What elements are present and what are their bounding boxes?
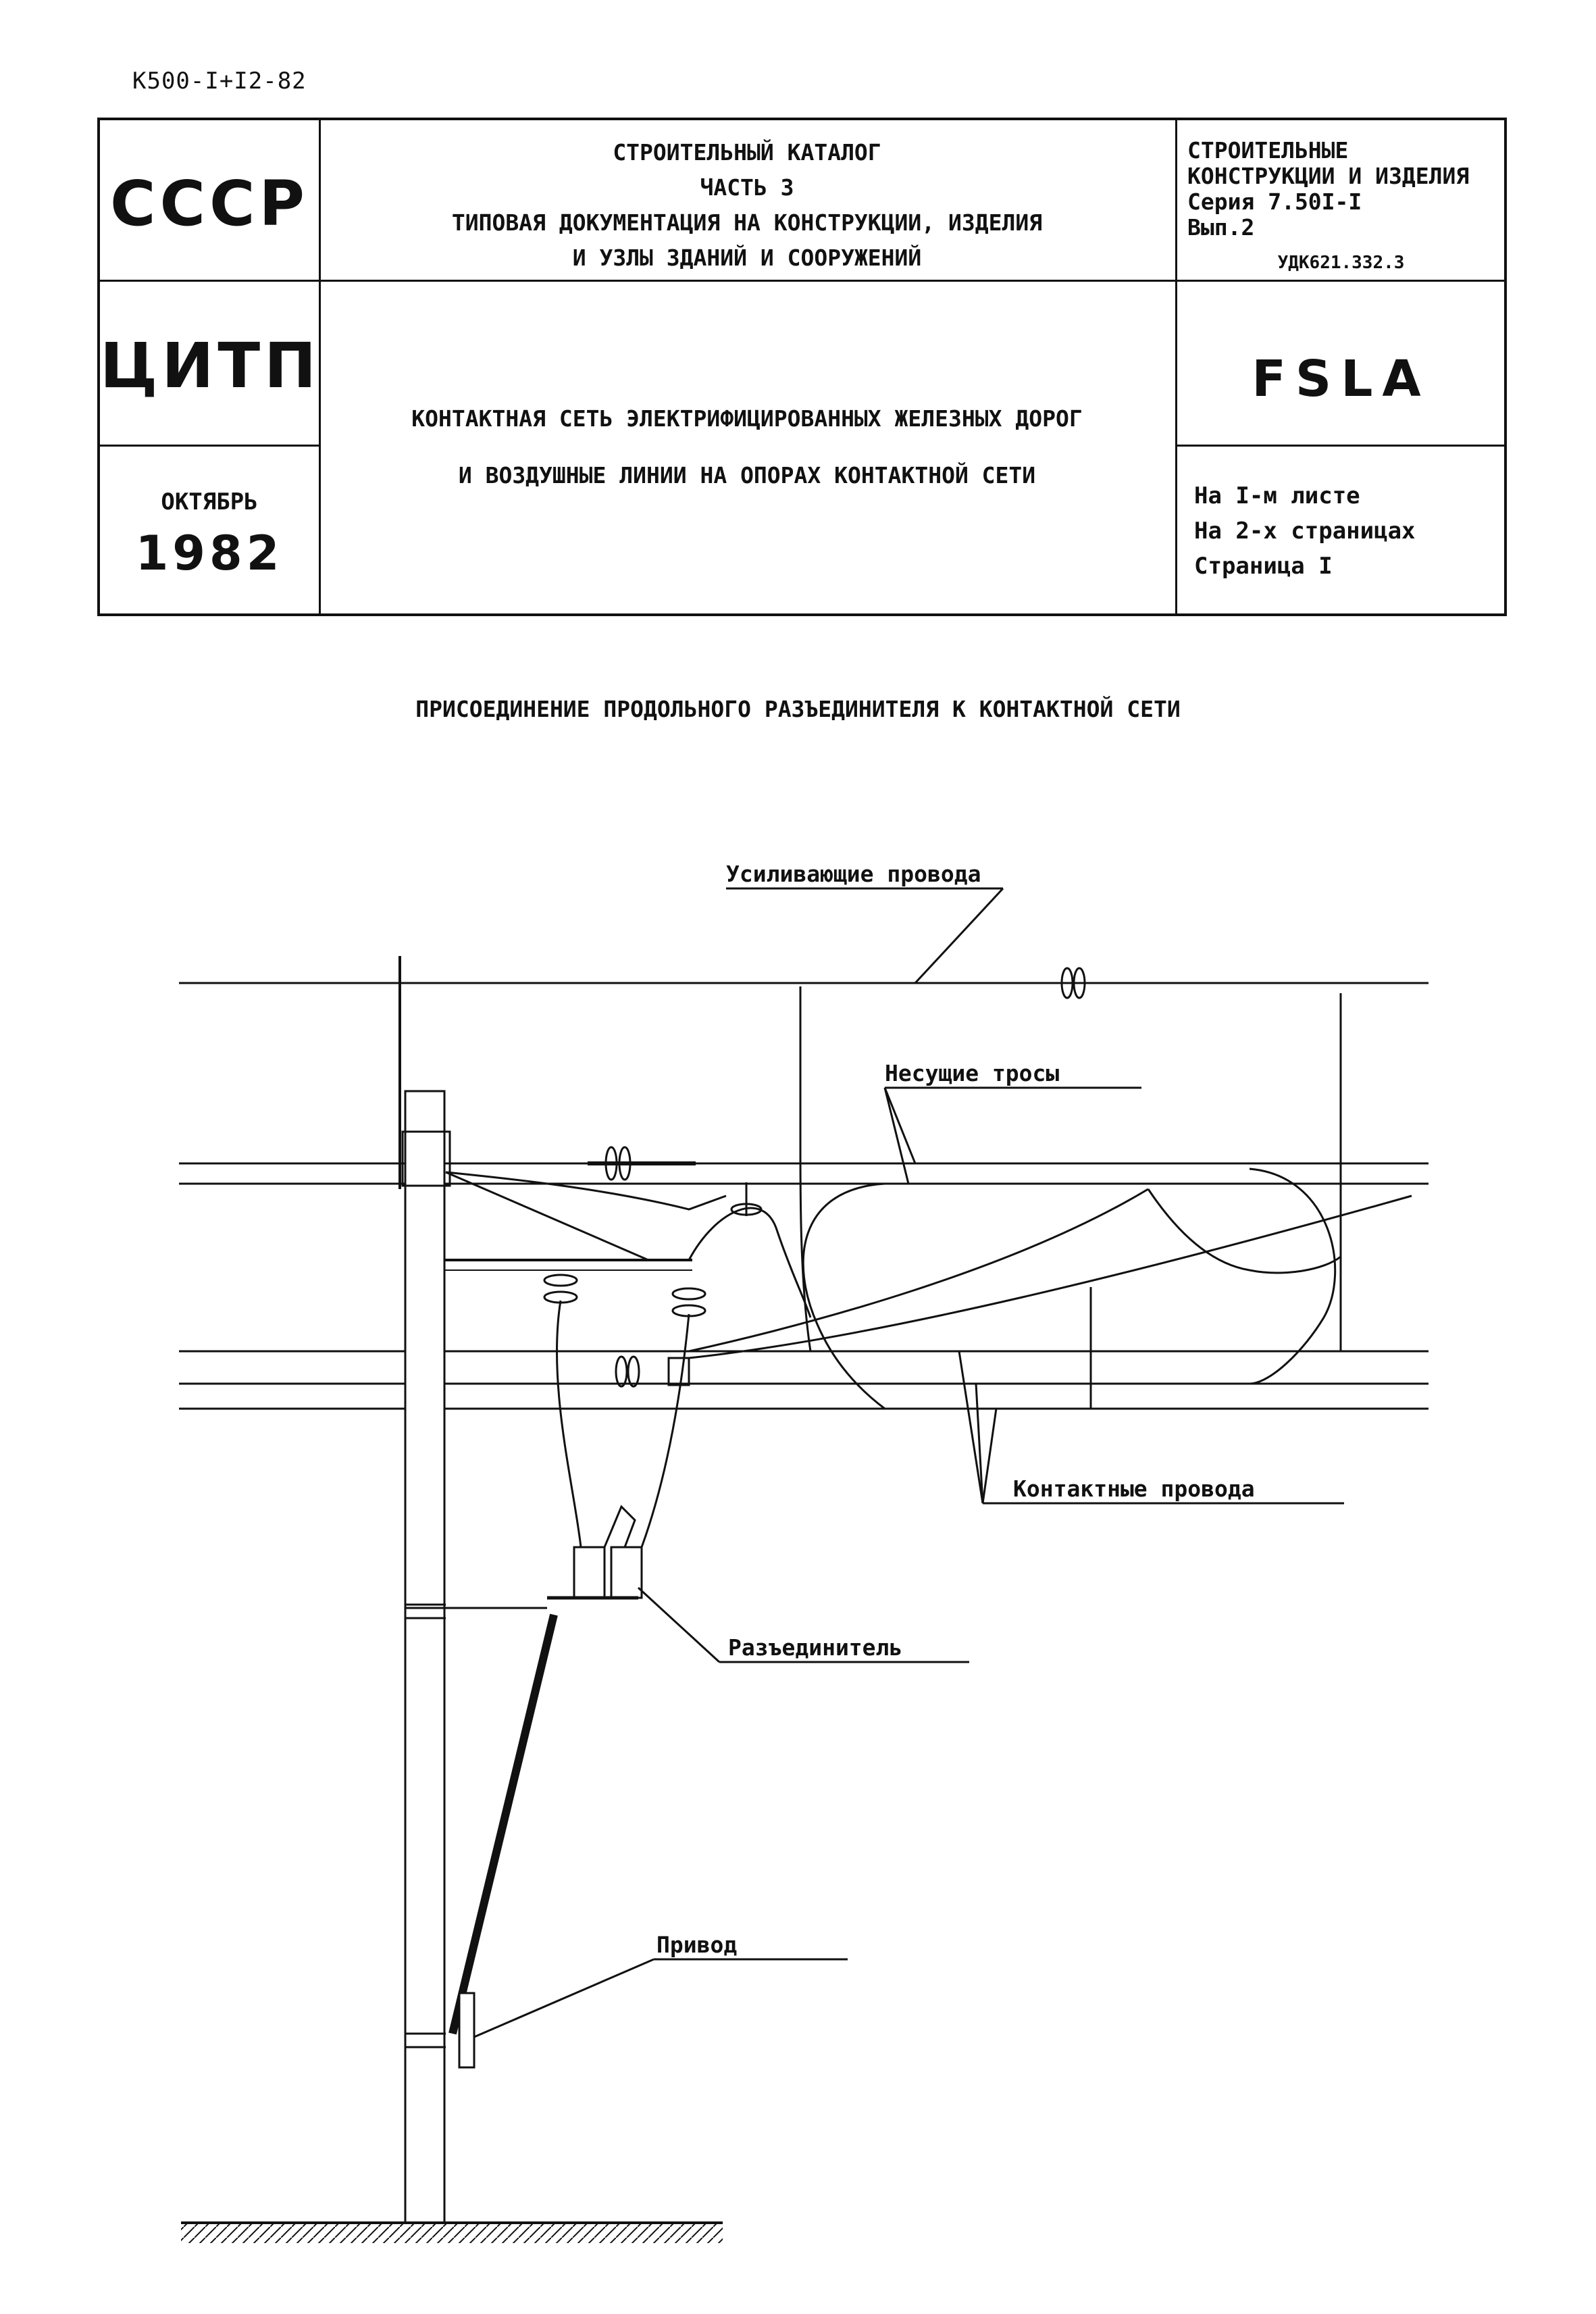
- leader-line: [883, 1087, 910, 1184]
- leader-line: [958, 1351, 984, 1504]
- title-block: СССР ЦИТП ОКТЯБРЬ 1982 СТРОИТЕЛЬНЫЙ КАТА…: [97, 118, 1507, 616]
- leader-line: [981, 1408, 998, 1504]
- insulator-disc: [1073, 967, 1086, 999]
- catalog-line: И УЗЛЫ ЗДАНИЙ И СООРУЖЕНИЙ: [572, 245, 922, 271]
- sheet-info: На I-м листе На 2-х страницах Страница I: [1194, 478, 1416, 584]
- catalog-line: ЧАСТЬ 3: [700, 174, 794, 201]
- title-block-divider: [319, 280, 1175, 282]
- support-pole: [404, 1090, 446, 2224]
- jumper-loop: [802, 1182, 885, 1410]
- disconnector-pole: [573, 1546, 606, 1599]
- bracket-strut: [445, 1171, 649, 1261]
- feeder-cable: [688, 1188, 1149, 1353]
- title-block-divider: [100, 445, 319, 447]
- post-insulator: [543, 1274, 578, 1287]
- section-line: СТРОИТЕЛЬНЫЕ: [1187, 137, 1349, 164]
- sheet-line: Страница I: [1194, 553, 1333, 580]
- subject-line: КОНТАКТНАЯ СЕТЬ ЭЛЕКТРИФИЦИРОВАННЫХ ЖЕЛЕ…: [411, 405, 1083, 432]
- feeder-cable: [555, 1300, 582, 1548]
- document-code-fsla: FSLA: [1252, 350, 1431, 408]
- insulator-disc: [627, 1355, 640, 1388]
- wire-clamp: [667, 1357, 690, 1386]
- label-catenary-cables: Несущие тросы: [885, 1060, 1059, 1086]
- series-line: Серия 7.50I-I: [1187, 188, 1362, 215]
- disconnector-blade: [603, 1505, 636, 1548]
- catalog-info: СТРОИТЕЛЬНЫЙ КАТАЛОГ ЧАСТЬ 3 ТИПОВАЯ ДОК…: [319, 135, 1175, 276]
- feeder-cable: [688, 1194, 1412, 1359]
- drawing-title: ПРИСОЕДИНЕНИЕ ПРОДОЛЬНОГО РАЗЪЕДИНИТЕЛЯ …: [415, 696, 1181, 722]
- dropper: [799, 986, 812, 1352]
- feeder-cable: [640, 1313, 690, 1548]
- catalog-line: ТИПОВАЯ ДОКУМЕНТАЦИЯ НА КОНСТРУКЦИИ, ИЗД…: [451, 209, 1043, 236]
- post-insulator: [671, 1287, 706, 1301]
- issue-month: ОКТЯБРЬ: [161, 488, 258, 515]
- disconnector-pole: [610, 1546, 643, 1599]
- section-line: КОНСТРУКЦИИ И ИЗДЕЛИЯ: [1187, 163, 1470, 189]
- document-code: К500-I+I2-82: [132, 68, 307, 95]
- feeder-cable: [688, 1207, 812, 1318]
- organization-label: ЦИТП: [100, 330, 321, 402]
- leader-line: [473, 1958, 654, 2038]
- insulator-disc: [604, 1146, 618, 1181]
- pole-clamp: [401, 1130, 451, 1187]
- ground-hatching: [181, 2224, 723, 2243]
- label-contact-wires: Контактные провода: [1013, 1476, 1255, 1502]
- title-block-divider: [100, 280, 319, 282]
- leader-line: [637, 1586, 721, 1663]
- feeder-cable: [1147, 1188, 1341, 1274]
- leader-line: [883, 1087, 917, 1164]
- title-block-divider: [1175, 445, 1507, 447]
- insulator-disc: [615, 1355, 628, 1388]
- title-block-divider: [319, 120, 321, 613]
- country-label: СССР: [110, 168, 309, 240]
- udk-code: УДК621.332.3: [1277, 253, 1405, 273]
- label-reinforcing-wires: Усиливающие провода: [726, 861, 981, 887]
- title-block-divider: [1175, 280, 1507, 282]
- jumper-loop: [1249, 1167, 1337, 1385]
- subject-line: И ВОЗДУШНЫЕ ЛИНИИ НА ОПОРАХ КОНТАКТНОЙ С…: [458, 462, 1036, 488]
- drive-rod: [448, 1613, 558, 2035]
- label-drive: Привод: [657, 1932, 737, 1958]
- section-info: СТРОИТЕЛЬНЫЕ КОНСТРУКЦИИ И ИЗДЕЛИЯ Серия…: [1187, 138, 1469, 241]
- leader-line: [914, 887, 1004, 984]
- insulator-disc: [1060, 967, 1074, 999]
- drive-mechanism: [458, 1992, 475, 2069]
- sheet-line: На 2-х страницах: [1194, 518, 1416, 545]
- issue-year: 1982: [135, 526, 284, 581]
- issue-line: Вып.2: [1187, 214, 1255, 241]
- catalog-line: СТРОИТЕЛЬНЫЙ КАТАЛОГ: [613, 139, 881, 166]
- label-disconnector: Разъединитель: [728, 1634, 902, 1661]
- cantilever-rod: [445, 1171, 727, 1211]
- leader-line: [975, 1383, 984, 1504]
- insulator-disc: [618, 1146, 632, 1181]
- title-block-divider: [1175, 120, 1177, 613]
- sheet-line: На I-м листе: [1194, 482, 1360, 509]
- subject-title: КОНТАКТНАЯ СЕТЬ ЭЛЕКТРИФИЦИРОВАННЫХ ЖЕЛЕ…: [319, 391, 1175, 504]
